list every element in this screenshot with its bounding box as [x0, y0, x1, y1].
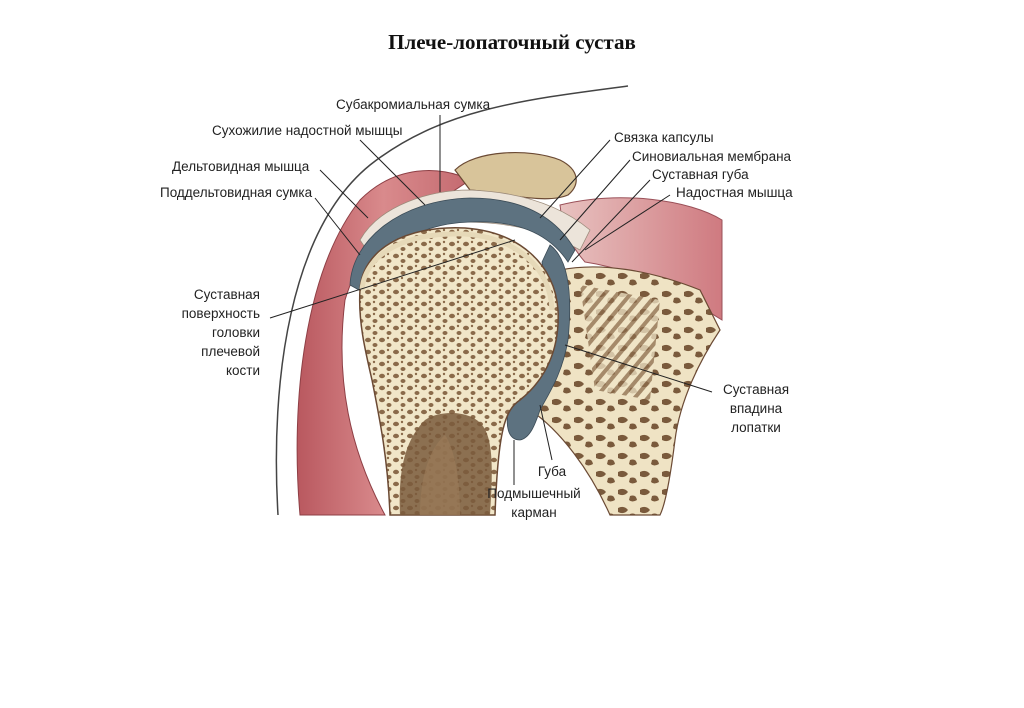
label-synovial-membrane: Синовиальная мембрана: [632, 150, 791, 164]
label-humeral-head-surface-line5: кости: [170, 361, 260, 380]
label-humeral-head-surface-line3: головки: [170, 323, 260, 342]
label-glenoid-cavity-line2: впадина: [706, 399, 806, 418]
label-humeral-head-surface-line1: Суставная: [170, 285, 260, 304]
label-glenoid-labrum: Суставная губа: [652, 168, 749, 182]
label-capsule-ligament: Связка капсулы: [614, 131, 714, 145]
label-glenoid-cavity-line3: лопатки: [706, 418, 806, 437]
label-glenoid-cavity-line1: Суставная: [706, 380, 806, 399]
label-deltoid-muscle: Дельтовидная мышца: [172, 160, 309, 174]
label-supraspinatus-tendon: Сухожилие надостной мышцы: [212, 124, 403, 138]
label-subdeltoid-bursa: Поддельтовидная сумка: [160, 186, 312, 200]
label-glenoid-cavity: Суставная впадина лопатки: [706, 380, 806, 437]
label-humeral-head-surface-line4: плечевой: [170, 342, 260, 361]
label-labrum: Губа: [522, 465, 582, 479]
label-axillary-pouch-line2: карман: [474, 503, 594, 522]
label-humeral-head-surface-line2: поверхность: [170, 304, 260, 323]
label-subacromial-bursa: Субакромиальная сумка: [336, 98, 490, 112]
page-title: Плече-лопаточный сустав: [0, 30, 1024, 55]
label-axillary-pouch-line1: Подмышечный: [474, 484, 594, 503]
label-supraspinatus-muscle: Надостная мышца: [676, 186, 793, 200]
label-humeral-head-surface: Суставная поверхность головки плечевой к…: [170, 285, 260, 380]
label-axillary-pouch: Подмышечный карман: [474, 484, 594, 522]
